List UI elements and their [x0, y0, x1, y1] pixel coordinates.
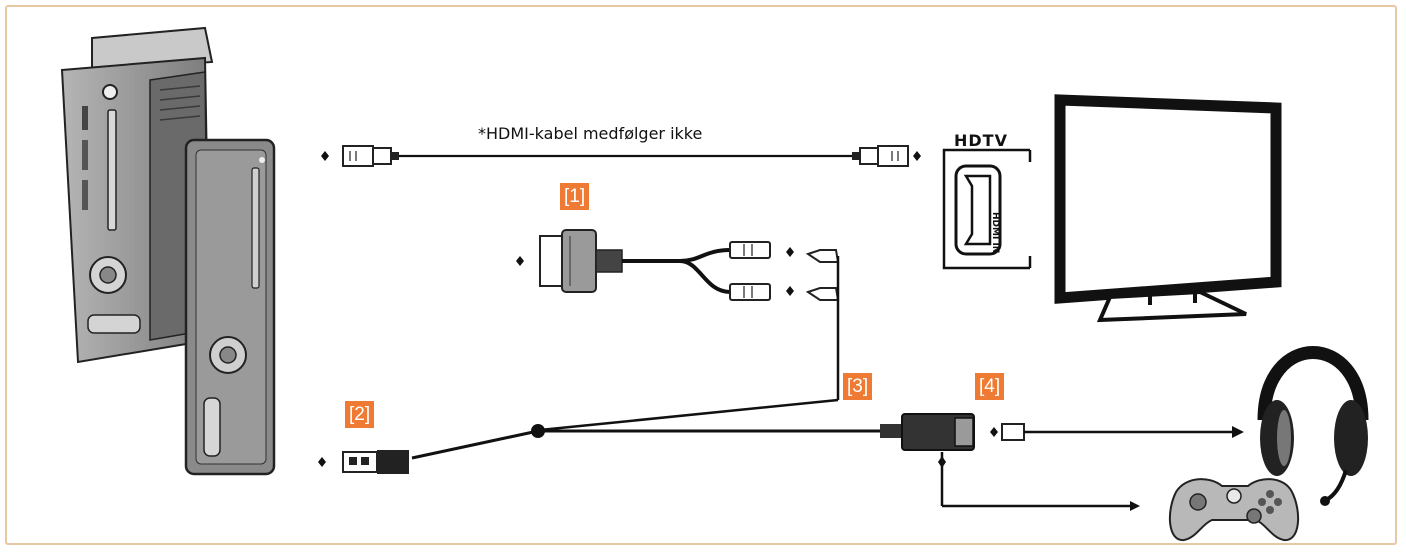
xbox-360-console-icon: [60, 26, 214, 364]
audio-jack-icon: [990, 423, 1244, 441]
splitter-cable-icon: [411, 398, 880, 460]
hdmi-in-label: HDMI IN: [990, 212, 1000, 254]
callout-1: [1]: [560, 183, 590, 210]
hdmi-in-port-panel: [942, 148, 1032, 270]
hdmi-cable-note: *HDMI-kabel medfølger ikke: [478, 124, 703, 143]
headset-adapter-icon: [880, 413, 1140, 511]
callout-4: [4]: [975, 373, 1005, 400]
callout-3: [3]: [843, 373, 873, 400]
controller-icon: [1168, 478, 1300, 542]
usb-plug-icon: [318, 450, 409, 474]
headset-icon: [1257, 346, 1369, 506]
hdtv-label: HDTV: [954, 131, 1008, 150]
callout-2: [2]: [345, 401, 375, 428]
xbox-360-slim-console-icon: [184, 138, 276, 476]
component-audio-cable-icon: [516, 229, 840, 400]
hdtv-icon: [1054, 94, 1282, 323]
hdmi-cable-icon: [321, 145, 921, 167]
diagram-frame: [5, 5, 1397, 545]
hdmi-port-icon: [963, 174, 992, 246]
